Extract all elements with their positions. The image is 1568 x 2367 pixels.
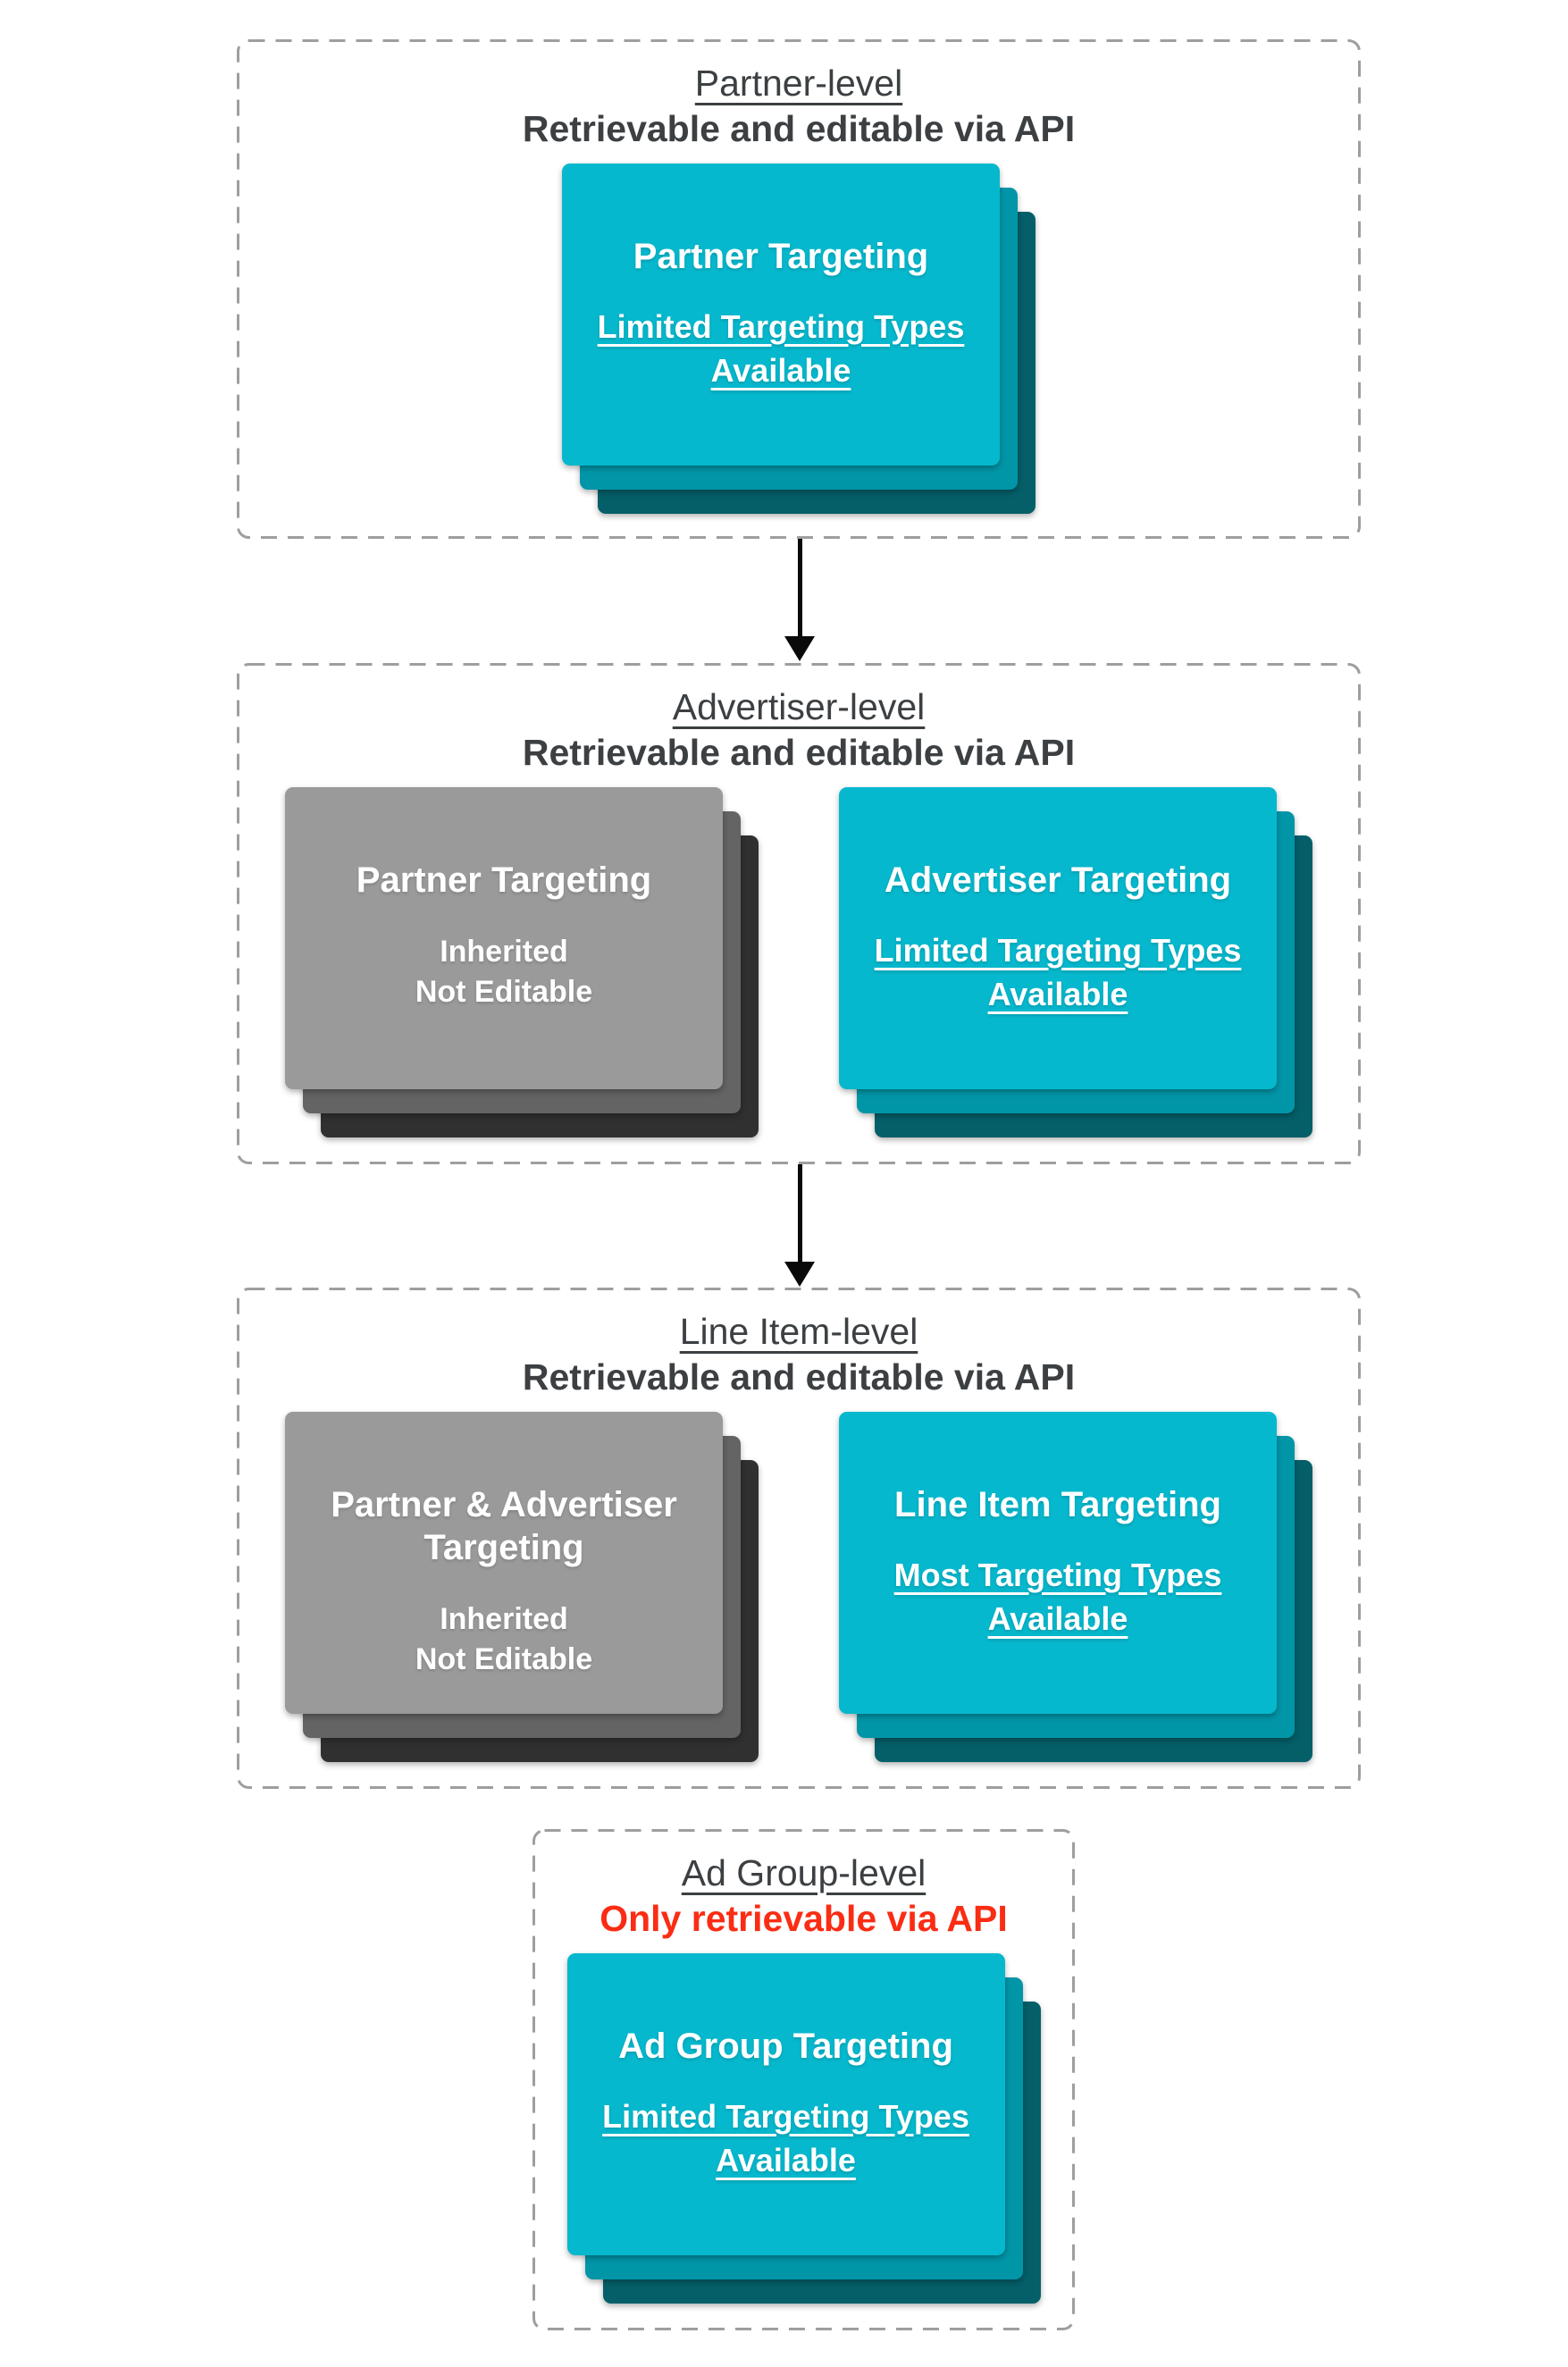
arrow-head	[784, 636, 815, 661]
card-body-line: Available	[987, 976, 1128, 1013]
card-stack: Partner Targeting Inherited Not Editable	[285, 786, 759, 1137]
card-title: Advertiser Targeting	[884, 860, 1232, 900]
card-stack: Partner Targeting Limited Targeting Type…	[562, 163, 1036, 514]
section-subtitle: Retrievable and editable via API	[522, 732, 1076, 774]
card-body-line: Inherited	[440, 934, 568, 969]
card-body-line: Not Editable	[415, 1642, 593, 1677]
card-body-line: Limited Targeting Types	[597, 307, 965, 345]
section-title: Line Item-level	[679, 1311, 918, 1352]
arrow-shaft	[797, 1164, 802, 1263]
cards-row: Partner & Advertiser Targeting Inherited…	[237, 1411, 1361, 1762]
section-subtitle: Retrievable and editable via API	[522, 1356, 1076, 1398]
card-body-line: Available	[710, 352, 851, 390]
section-title: Partner-level	[694, 63, 903, 104]
card-body-line: Limited Targeting Types	[874, 931, 1242, 969]
card-body-line: Available	[716, 2142, 856, 2179]
section-partner-level: Partner-level Retrievable and editable v…	[237, 39, 1361, 539]
card-body-line: Available	[987, 1600, 1128, 1638]
card-title: Partner Targeting	[356, 860, 652, 900]
inherited-partner-targeting-card: Partner Targeting Inherited Not Editable	[285, 786, 723, 1089]
inherited-partner-advertiser-targeting-card: Partner & Advertiser Targeting Inherited…	[285, 1411, 723, 1714]
section-subtitle: Retrievable and editable via API	[522, 108, 1076, 150]
down-arrow-icon	[784, 539, 815, 661]
card-body: Most Targeting Types Available	[839, 1553, 1277, 1641]
arrow-head	[784, 1262, 815, 1287]
card-stack: Line Item Targeting Most Targeting Types…	[839, 1411, 1312, 1762]
card-body: Inherited Not Editable	[285, 932, 723, 1014]
card-stack: Ad Group Targeting Limited Targeting Typ…	[566, 1952, 1041, 2304]
cards-row: Partner Targeting Inherited Not Editable…	[237, 786, 1361, 1137]
card-body-line: Not Editable	[415, 975, 593, 1010]
card-body: Inherited Not Editable	[285, 1599, 723, 1682]
section-title: Advertiser-level	[672, 686, 926, 727]
card-body-line: Most Targeting Types	[893, 1556, 1222, 1593]
cards-row: Ad Group Targeting Limited Targeting Typ…	[532, 1952, 1075, 2304]
partner-targeting-card: Partner Targeting Limited Targeting Type…	[562, 163, 1000, 466]
card-body: Limited Targeting Types Available	[567, 2094, 1005, 2183]
card-stack: Advertiser Targeting Limited Targeting T…	[839, 786, 1312, 1137]
line-item-targeting-card: Line Item Targeting Most Targeting Types…	[839, 1411, 1277, 1714]
card-title: Partner & Advertiser Targeting	[331, 1484, 677, 1567]
card-title: Partner Targeting	[633, 236, 929, 276]
section-title: Ad Group-level	[681, 1852, 927, 1893]
card-body-line: Inherited	[440, 1601, 568, 1636]
card-body-line: Limited Targeting Types	[602, 2097, 969, 2135]
section-ad-group-level: Ad Group-level Only retrievable via API …	[532, 1829, 1075, 2330]
card-body: Limited Targeting Types Available	[562, 305, 1000, 393]
section-subtitle: Only retrievable via API	[600, 1898, 1008, 1940]
card-stack: Partner & Advertiser Targeting Inherited…	[285, 1411, 759, 1762]
card-title: Line Item Targeting	[894, 1484, 1221, 1524]
cards-row: Partner Targeting Limited Targeting Type…	[237, 163, 1361, 514]
card-body: Limited Targeting Types Available	[839, 928, 1277, 1017]
down-arrow-icon	[784, 1164, 815, 1287]
section-line-item-level: Line Item-level Retrievable and editable…	[237, 1288, 1361, 1789]
section-advertiser-level: Advertiser-level Retrievable and editabl…	[237, 663, 1361, 1164]
advertiser-targeting-card: Advertiser Targeting Limited Targeting T…	[839, 786, 1277, 1089]
ad-group-targeting-card: Ad Group Targeting Limited Targeting Typ…	[566, 1952, 1005, 2255]
arrow-shaft	[797, 539, 802, 637]
card-title: Ad Group Targeting	[618, 2026, 953, 2066]
